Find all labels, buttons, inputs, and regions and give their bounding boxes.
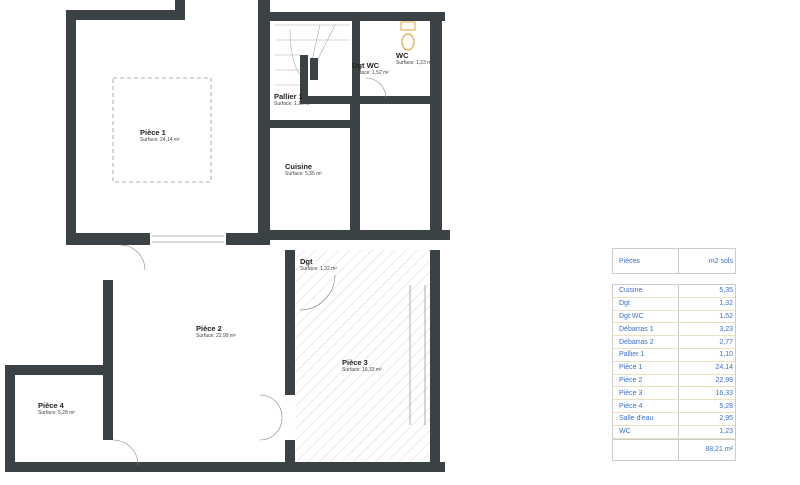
total-label-cell xyxy=(613,439,679,460)
table-row: Cuisine 5,35 xyxy=(613,285,735,298)
room-name: Dgt WC xyxy=(613,310,679,323)
room-name: Pièce 2 xyxy=(613,374,679,387)
table-row: Pièce 3 16,33 xyxy=(613,387,735,401)
piece3-hatch xyxy=(295,250,430,462)
room-name: Débarras 1 xyxy=(613,323,679,336)
table-row: Pièce 2 22,99 xyxy=(613,374,735,388)
table-row: Dgt WC 1,52 xyxy=(613,310,735,324)
table-row: WC 1,23 xyxy=(613,425,735,439)
table-row: Salle d'eau 2,95 xyxy=(613,412,735,426)
walls xyxy=(5,0,450,472)
room-area: 3,23 xyxy=(719,325,733,333)
room-area: 5,35 xyxy=(719,287,733,295)
table-row: Pallier 1 1,10 xyxy=(613,348,735,362)
table-row: Pièce 4 5,28 xyxy=(613,400,735,413)
room-area: 2,77 xyxy=(719,338,733,346)
room-name: Pièce 3 xyxy=(613,387,679,400)
header-m2: m2 sols xyxy=(708,257,733,265)
room-area: 1,10 xyxy=(719,351,733,359)
table-row: Dgt 1,32 xyxy=(613,297,735,311)
table-header: Pièces m2 sols xyxy=(612,248,736,274)
room-area: 2,95 xyxy=(719,415,733,423)
room-area: 22,99 xyxy=(715,376,733,384)
room-name: Pièce 4 xyxy=(613,400,679,412)
room-name: Salle d'eau xyxy=(613,412,679,425)
room-area: 24,14 xyxy=(715,364,733,372)
room-name: Pièce 1 xyxy=(613,361,679,374)
piece1-dashed-outline xyxy=(112,77,212,183)
room-name: Pallier 1 xyxy=(613,348,679,361)
room-area: 1,52 xyxy=(719,312,733,320)
doors xyxy=(112,77,387,466)
header-pieces: Pièces xyxy=(613,249,679,273)
table-row: Débarras 2 2,77 xyxy=(613,336,735,349)
room-area: 1,32 xyxy=(719,300,733,308)
room-area: 5,28 xyxy=(719,402,733,410)
table-total-row: 88,21 m² xyxy=(612,439,736,461)
room-name: WC xyxy=(613,425,679,438)
room-area: 16,33 xyxy=(715,389,733,397)
table-row: Débarras 1 3,23 xyxy=(613,323,735,337)
staircase xyxy=(275,24,350,86)
room-name: Dgt xyxy=(613,297,679,310)
room-name: Débarras 2 xyxy=(613,336,679,348)
table-row: Pièce 1 24,14 xyxy=(613,361,735,375)
toilet-icon xyxy=(401,33,415,51)
windows xyxy=(152,235,426,425)
room-name: Cuisine xyxy=(613,285,679,297)
room-area: 1,23 xyxy=(719,428,733,436)
total-value: 88,21 m² xyxy=(705,446,733,454)
